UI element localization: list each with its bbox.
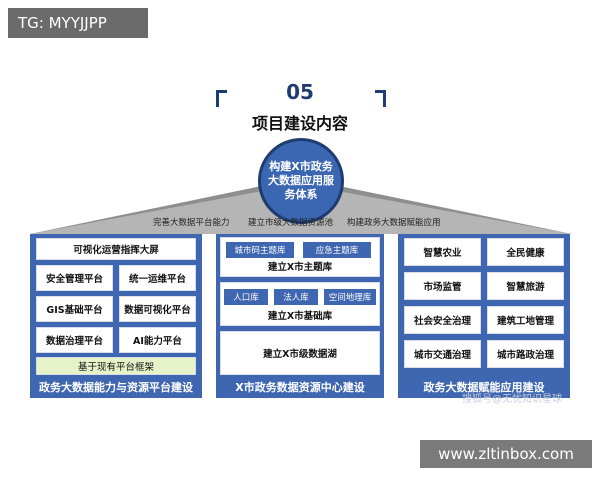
right-item-1: 智慧农业 <box>404 238 481 266</box>
left-item-6: AI能力平台 <box>119 327 196 353</box>
left-panel: 可视化运营指挥大屏 安全管理平台 统一运维平台 GIS基础平台 数据可视化平台 … <box>30 234 202 398</box>
roof-label-3: 构建政务大数据赋能应用 <box>347 218 441 228</box>
base-title: 建立X市基础库 <box>267 311 333 322</box>
right-item-7: 城市交通治理 <box>404 340 481 368</box>
watermark: 搜狐号@无忧知识星球 <box>462 394 562 405</box>
left-full-item: 可视化运营指挥大屏 <box>36 238 196 260</box>
section-number: 05 <box>286 80 314 104</box>
left-item-3: GIS基础平台 <box>36 296 113 322</box>
right-bracket <box>375 90 386 107</box>
right-item-8: 城市路政治理 <box>487 340 564 368</box>
right-item-6: 建筑工地管理 <box>487 306 564 334</box>
theme-title: 建立X市主题库 <box>267 262 333 273</box>
roof-label-1: 完善大数据平台能力 <box>153 218 230 228</box>
data-lake: 建立X市级数据湖 <box>220 331 380 375</box>
theme-tag-1: 城市码主题库 <box>225 241 295 259</box>
tag-label: TG: MYYJJPP <box>8 8 148 38</box>
right-item-2: 全民健康 <box>487 238 564 266</box>
right-item-4: 智慧旅游 <box>487 272 564 300</box>
middle-panel-label: X市政务数据资源中心建设 <box>235 381 365 394</box>
roof-label-2: 建立市级大数据资源池 <box>248 218 334 228</box>
right-panel: 智慧农业 全民健康 市场监管 智慧旅游 社会安全治理 建筑工地管理 城市交通治理… <box>398 234 570 398</box>
left-bracket <box>216 90 227 107</box>
base-tag-2: 法人库 <box>273 288 319 306</box>
left-item-4: 数据可视化平台 <box>119 296 196 322</box>
left-framework: 基于现有平台框架 <box>36 357 196 375</box>
left-item-2: 统一运维平台 <box>119 265 196 291</box>
right-panel-label: 政务大数据赋能应用建设 <box>423 381 545 394</box>
base-tag-3: 空间地理库 <box>323 288 377 306</box>
right-item-5: 社会安全治理 <box>404 306 481 334</box>
theme-tag-2: 应急主题库 <box>302 241 372 259</box>
section-title: 项目建设内容 <box>251 114 348 133</box>
left-item-1: 安全管理平台 <box>36 265 113 291</box>
base-tag-1: 人口库 <box>223 288 269 306</box>
left-panel-label: 政务大数据能力与资源平台建设 <box>39 381 193 394</box>
site-url: www.zltinbox.com <box>420 440 592 468</box>
center-circle-text: 构建X市政务大数据应用服务体系 <box>268 160 334 201</box>
left-item-5: 数据治理平台 <box>36 327 113 353</box>
right-item-3: 市场监管 <box>404 272 481 300</box>
middle-panel: 建立X市主题库 城市码主题库 应急主题库 建立X市基础库 人口库 法人库 空间地… <box>216 234 384 398</box>
center-circle: 构建X市政务大数据应用服务体系 <box>258 138 344 224</box>
